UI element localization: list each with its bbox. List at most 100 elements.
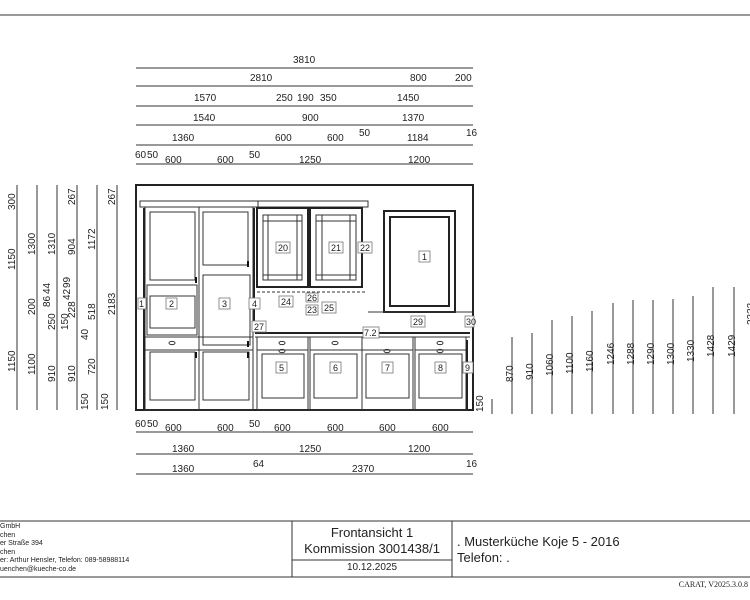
- dim-label: 1300: [27, 232, 38, 255]
- bottom-dimensions: 60 50 600 600 50 600 600 600 600 1360 12…: [135, 419, 478, 475]
- dim-label: 300: [7, 193, 18, 210]
- dim-label: 50: [147, 419, 159, 430]
- dim-label: 190: [297, 93, 314, 104]
- dim-label: 3810: [293, 55, 316, 66]
- dim-label: 50: [147, 150, 159, 161]
- dim-label: 1370: [402, 113, 425, 124]
- svg-text:30: 30: [466, 317, 476, 327]
- dim-label: 200: [455, 73, 472, 84]
- svg-text:1: 1: [422, 252, 427, 262]
- position-label: 7: [381, 361, 394, 374]
- dim-label: 200: [27, 298, 38, 315]
- svg-text:22: 22: [360, 243, 370, 253]
- dim-label: 600: [274, 423, 291, 434]
- svg-text:20: 20: [278, 243, 288, 253]
- view-title: Frontansicht 1: [330, 525, 414, 540]
- dim-label: 60: [135, 419, 147, 430]
- dim-label: 1200: [408, 444, 431, 455]
- svg-text:1: 1: [139, 299, 144, 309]
- dim-label: 40: [80, 328, 91, 340]
- dim-label: 150: [80, 393, 91, 410]
- svg-text:27: 27: [254, 322, 264, 332]
- position-label: 3: [218, 297, 231, 310]
- dim-label: 86: [42, 295, 53, 307]
- dim-label: 1288: [626, 342, 637, 365]
- position-label: 21: [328, 241, 344, 254]
- dim-label: 1100: [565, 352, 576, 374]
- svg-text:5: 5: [279, 363, 284, 373]
- dim-label: 1300: [666, 342, 677, 365]
- dim-label: 600: [165, 423, 182, 434]
- dim-label: 600: [327, 423, 344, 434]
- svg-text:7.2: 7.2: [364, 328, 377, 338]
- dim-label: 1100: [27, 353, 38, 375]
- position-label: 26: [305, 292, 319, 303]
- dim-label: 600: [432, 423, 449, 434]
- kitchen-elevation: [135, 184, 474, 411]
- dim-label: 1450: [397, 93, 420, 104]
- position-label: 5: [275, 361, 288, 374]
- dim-label: 99: [62, 276, 73, 288]
- dim-label: 2183: [107, 292, 118, 315]
- dim-label: 1184: [407, 133, 429, 144]
- position-label: 1: [418, 250, 431, 263]
- dim-label: 267: [107, 188, 118, 205]
- svg-text:9: 9: [465, 363, 470, 373]
- right-dimensions: 150 870 910 1060 1100 1160 1246 1288 129…: [475, 287, 750, 414]
- dim-label: 250: [276, 93, 293, 104]
- dim-label: 1250: [299, 444, 322, 455]
- position-label: 9: [462, 361, 474, 374]
- svg-text:21: 21: [331, 243, 341, 253]
- dim-label: 64: [253, 459, 265, 470]
- svg-text:3: 3: [222, 299, 227, 309]
- svg-text:29: 29: [413, 317, 423, 327]
- dim-label: 2810: [250, 73, 273, 84]
- dim-label: 518: [87, 303, 98, 320]
- position-labels: 1 2 3 4 5 6 7 8 9 20 21 22 24 25 26 23 2…: [137, 241, 476, 374]
- dim-label: 250: [47, 313, 58, 330]
- dim-label: 150: [475, 395, 486, 412]
- dim-label: 267: [67, 188, 78, 205]
- dim-label: 44: [42, 282, 53, 294]
- svg-text:26: 26: [307, 293, 317, 303]
- position-label: 22: [357, 241, 373, 254]
- svg-text:25: 25: [324, 303, 334, 313]
- dim-label: 50: [249, 150, 261, 161]
- dim-label: 1310: [47, 232, 58, 255]
- dim-label: 50: [359, 128, 371, 139]
- company-line: er Straße 394: [0, 540, 43, 548]
- dim-label: 1060: [545, 353, 556, 376]
- left-dimensions: 300 1150 1150 1300 200 1100 1310 86 44 2…: [7, 185, 118, 410]
- position-label: 4: [248, 297, 261, 310]
- position-label: 29: [410, 315, 426, 328]
- dim-label: 1570: [194, 93, 217, 104]
- dim-label: 1429: [727, 334, 738, 357]
- title-block-frame: [0, 520, 750, 578]
- software-version: CARAT, V2025.3.0.8: [678, 580, 748, 589]
- company-address: GmbH chen er Straße 394 chen er: Arthur …: [0, 523, 129, 575]
- dim-label: 16: [466, 459, 478, 470]
- dim-label: 600: [379, 423, 396, 434]
- dim-label: 600: [217, 155, 234, 166]
- dim-label: 350: [320, 93, 337, 104]
- project-info: . Musterküche Koje 5 - 2016 Telefon: .: [457, 534, 620, 566]
- position-label: 24: [278, 295, 294, 308]
- dim-label: 1360: [172, 133, 195, 144]
- view-title-block: Frontansicht 1 Kommission 3001438/1: [292, 525, 452, 557]
- dim-label: 1360: [172, 464, 195, 475]
- position-label: 23: [305, 304, 319, 316]
- dim-label: 1330: [686, 339, 697, 362]
- dim-label: 1172: [87, 228, 98, 250]
- position-label: 6: [329, 361, 342, 374]
- svg-text:7: 7: [385, 363, 390, 373]
- dim-label: 228: [67, 301, 78, 318]
- company-line: uenchen@kueche-co.de: [0, 565, 76, 573]
- dim-label: 16: [466, 128, 478, 139]
- dim-label: 910: [525, 363, 536, 380]
- dim-label: 904: [67, 238, 78, 255]
- company-line: chen: [0, 548, 16, 556]
- dim-label: 1250: [299, 155, 322, 166]
- dim-label: 600: [327, 133, 344, 144]
- dim-label: 600: [165, 155, 182, 166]
